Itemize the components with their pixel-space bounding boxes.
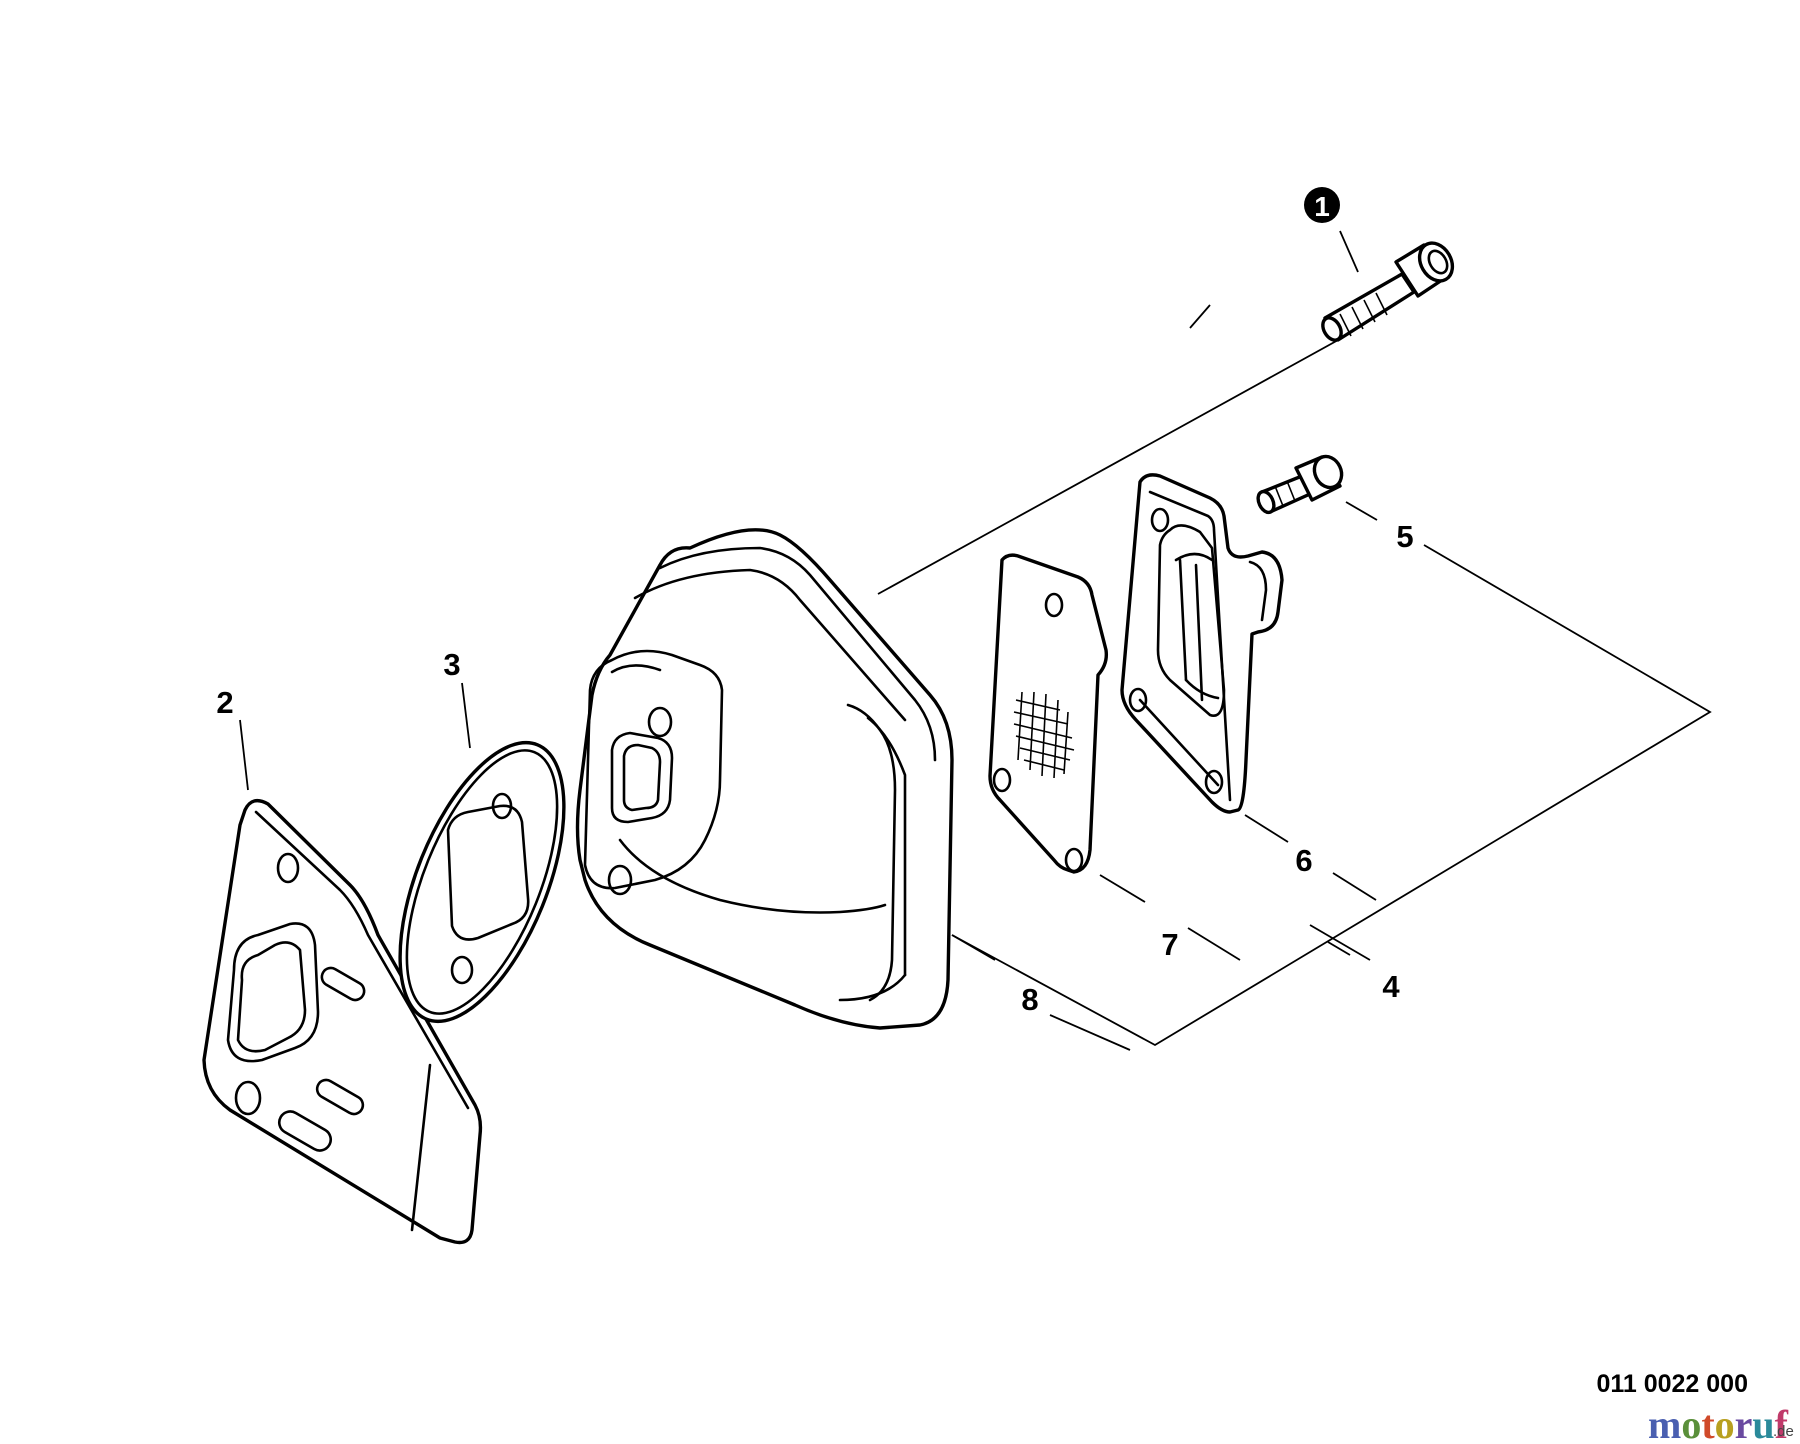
screen-mesh: [1013, 691, 1075, 779]
logo-letter: o: [1681, 1402, 1701, 1444]
part-5-screw: [1256, 454, 1344, 515]
reference-code: 011 0022 000: [1596, 1370, 1748, 1398]
part-3-gasket: [398, 740, 566, 1024]
logo-letter: f: [1775, 1402, 1789, 1444]
callout-1: 1: [1314, 191, 1330, 222]
logo-letter: t: [1701, 1402, 1715, 1444]
part-6-cover: [1120, 473, 1284, 814]
part-1-bolt: [1321, 241, 1455, 342]
logo-suffix: .de: [1773, 1423, 1794, 1440]
leader-lines: [239, 230, 1712, 1051]
logo-letter: o: [1715, 1402, 1735, 1444]
callout-6: 6: [1295, 843, 1312, 878]
watermark-logo: motoruf .de: [1648, 1402, 1794, 1444]
callout-8: 8: [1021, 982, 1038, 1017]
callout-7: 7: [1161, 927, 1178, 962]
logo-letter: m: [1648, 1402, 1681, 1444]
part-2-plate: [202, 798, 483, 1245]
callout-3: 3: [443, 647, 460, 682]
part-8-muffler: [575, 528, 954, 1030]
callout-5: 5: [1396, 519, 1413, 554]
callout-2: 2: [216, 685, 233, 720]
callouts: 1 2 3 4 5 6 7 8: [216, 187, 1414, 1017]
logo-letter: u: [1752, 1402, 1774, 1444]
callout-1-badge: [1304, 187, 1340, 223]
logo-letter: r: [1735, 1402, 1753, 1444]
svg-text:motoruf: motoruf: [1648, 1402, 1789, 1444]
callout-4: 4: [1382, 969, 1400, 1004]
part-7-screen: [988, 553, 1109, 874]
